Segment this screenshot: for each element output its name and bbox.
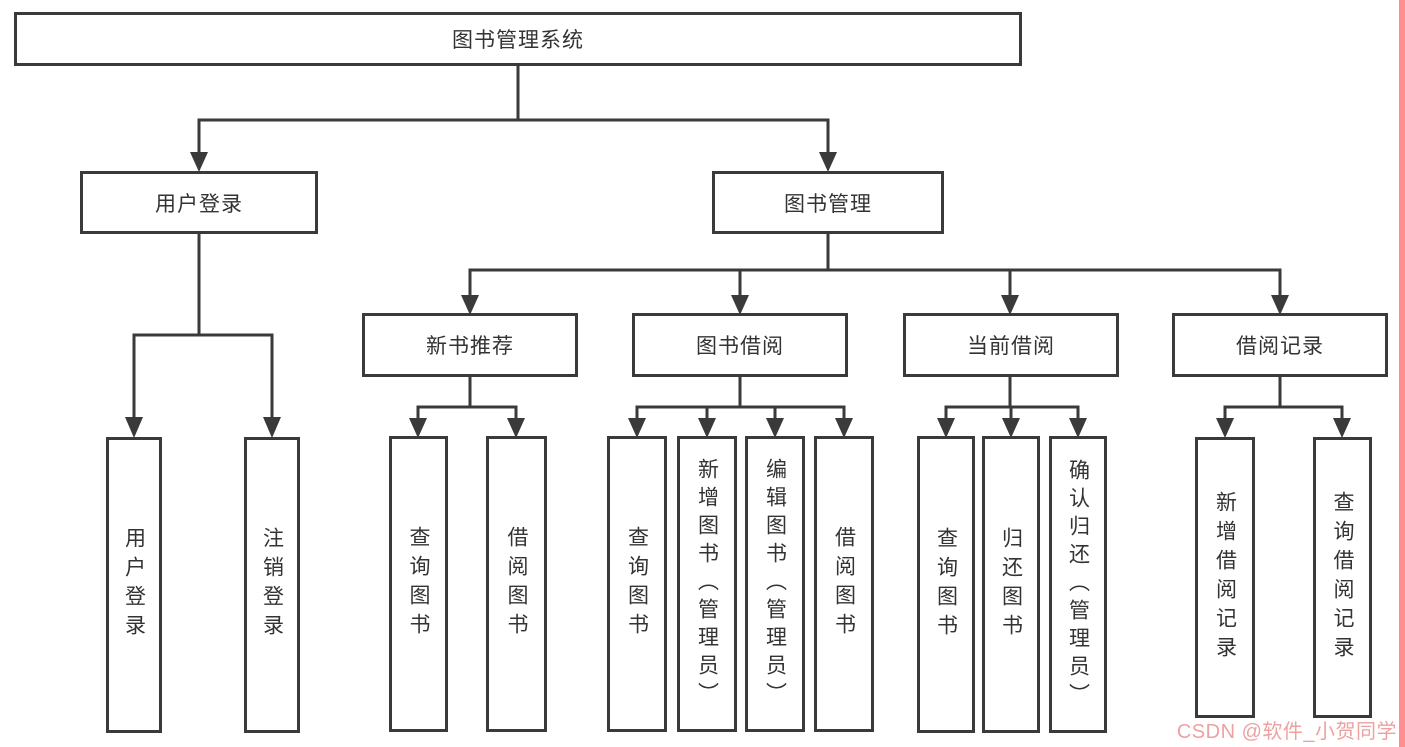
node-query-books-borrow-label: 查询图书 — [625, 526, 649, 642]
node-user-login-action-label: 用户登录 — [122, 527, 146, 643]
right-edge-strip — [1399, 0, 1405, 747]
node-query-books-borrow: 查询图书 — [607, 436, 667, 732]
node-new-book-recommend-label: 新书推荐 — [426, 335, 514, 358]
node-add-book-admin-label: 新增图书（管理员） — [695, 458, 719, 710]
node-edit-book-admin-label: 编辑图书（管理员） — [763, 458, 787, 710]
node-user-login: 用户登录 — [80, 171, 318, 234]
node-query-borrow-record-label: 查询借阅记录 — [1331, 490, 1354, 665]
node-return-books: 归还图书 — [982, 436, 1040, 733]
node-add-borrow-record-label: 新增借阅记录 — [1213, 490, 1237, 665]
node-new-book-recommend: 新书推荐 — [362, 313, 578, 377]
node-confirm-return-admin-label: 确认归还（管理员） — [1066, 458, 1090, 711]
watermark-text: CSDN @软件_小贺同学 — [1176, 721, 1397, 743]
connector-user-login-children — [125, 234, 281, 438]
connector-new-book-recommend-children — [409, 377, 525, 438]
node-current-borrow-label: 当前借阅 — [967, 335, 1055, 358]
node-query-borrow-record: 查询借阅记录 — [1313, 437, 1372, 718]
node-borrow-records-label: 借阅记录 — [1236, 335, 1324, 358]
node-return-books-label: 归还图书 — [999, 526, 1023, 643]
node-query-books-recommend-label: 查询图书 — [407, 526, 430, 642]
node-confirm-return-admin: 确认归还（管理员） — [1049, 436, 1107, 733]
connector-book-borrow-children — [628, 377, 853, 438]
node-book-borrow: 图书借阅 — [632, 313, 848, 377]
node-book-management: 图书管理 — [712, 171, 944, 234]
node-current-borrow: 当前借阅 — [903, 313, 1119, 377]
node-edit-book-admin: 编辑图书（管理员） — [745, 436, 805, 732]
node-book-borrow-label: 图书借阅 — [696, 335, 784, 358]
node-user-login-label: 用户登录 — [155, 192, 243, 216]
node-add-borrow-record: 新增借阅记录 — [1195, 437, 1255, 718]
node-book-management-label: 图书管理 — [784, 192, 872, 216]
node-query-books-current-label: 查询图书 — [934, 526, 958, 643]
node-user-login-action: 用户登录 — [106, 437, 162, 733]
node-borrow-books-action: 借阅图书 — [814, 436, 874, 732]
node-root-label: 图书管理系统 — [452, 29, 584, 52]
connector-borrow-records-children — [1216, 377, 1351, 438]
node-borrow-books-recommend: 借阅图书 — [486, 436, 547, 732]
connector-root-to-level2 — [190, 66, 837, 172]
node-query-books-recommend: 查询图书 — [389, 436, 448, 732]
node-borrow-records: 借阅记录 — [1172, 313, 1388, 377]
node-borrow-books-action-label: 借阅图书 — [832, 526, 856, 642]
node-borrow-books-recommend-label: 借阅图书 — [505, 526, 528, 642]
node-query-books-current: 查询图书 — [917, 436, 975, 733]
connector-current-borrow-children — [937, 377, 1087, 438]
node-root: 图书管理系统 — [14, 12, 1022, 66]
node-logout-action: 注销登录 — [244, 437, 300, 733]
connector-book-management-children — [461, 234, 1289, 315]
node-add-book-admin: 新增图书（管理员） — [677, 436, 737, 732]
node-logout-action-label: 注销登录 — [260, 527, 284, 643]
